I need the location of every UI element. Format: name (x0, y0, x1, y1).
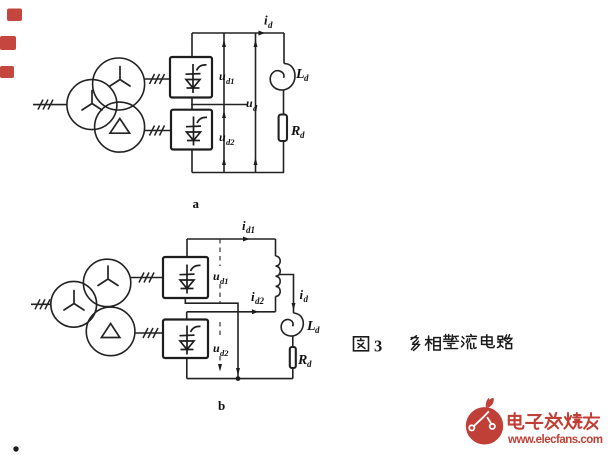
svg-text:d: d (300, 130, 305, 140)
svg-text:u: u (213, 341, 220, 355)
svg-text:d: d (315, 325, 320, 335)
svg-text:R: R (290, 124, 300, 139)
svg-text:u: u (219, 130, 226, 144)
svg-text:d2: d2 (220, 348, 229, 358)
svg-text:3: 3 (374, 337, 382, 356)
svg-text:L: L (306, 319, 316, 334)
svg-text:d: d (304, 73, 309, 83)
svg-text:d2: d2 (255, 296, 265, 306)
svg-text:d: d (307, 359, 312, 369)
svg-text:i: i (242, 218, 246, 233)
svg-text:d: d (304, 294, 309, 304)
svg-text:a: a (193, 196, 200, 211)
svg-text:i: i (264, 13, 268, 28)
svg-text:d1: d1 (220, 276, 229, 286)
svg-text:d1: d1 (246, 225, 255, 235)
svg-text:u: u (219, 69, 226, 83)
svg-text:d1: d1 (226, 76, 235, 86)
svg-text:L: L (295, 67, 305, 82)
svg-text:i: i (251, 289, 255, 304)
svg-text:d2: d2 (226, 137, 235, 147)
svg-text:R: R (297, 353, 307, 368)
svg-text:www.elecfans.com: www.elecfans.com (507, 434, 603, 446)
svg-text:b: b (218, 398, 225, 413)
svg-text:u: u (213, 269, 220, 283)
svg-text:i: i (300, 287, 304, 302)
svg-text:d: d (253, 103, 258, 113)
svg-text:d: d (268, 20, 273, 30)
svg-text:u: u (246, 96, 253, 110)
